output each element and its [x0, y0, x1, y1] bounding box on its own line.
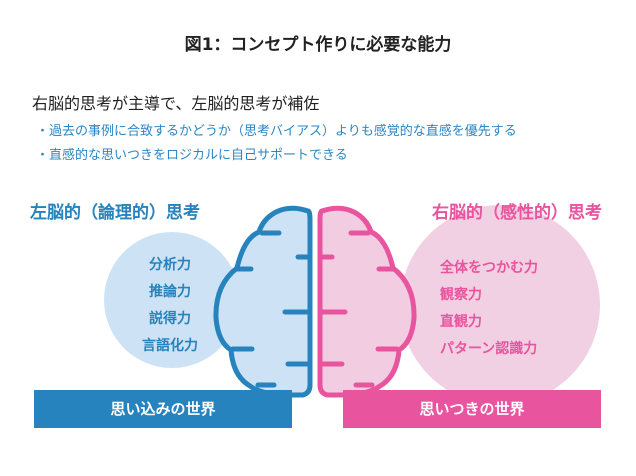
bullet: ・直感的な思いつきをロジカルに自己サポートできる — [36, 148, 348, 163]
right-footer-bar: 思いつきの世界 — [343, 390, 601, 428]
right-brain-icon — [317, 205, 417, 398]
left-item: 分析力 — [149, 257, 191, 273]
right-item: パターン認識力 — [440, 341, 538, 357]
bullet: ・過去の事例に合致するかどうか（思考バイアス）よりも感覚的な直感を優先する — [36, 124, 517, 139]
subtitle: 右脳的思考が主導で、左脳的思考が補佐 — [32, 94, 320, 113]
right-item: 観察力 — [440, 287, 482, 303]
right-heading: 右脳的（感性的）思考 — [432, 203, 602, 223]
left-item: 推論力 — [149, 284, 191, 300]
left-heading: 左脳的（論理的）思考 — [30, 203, 200, 223]
figure-title: 図1：コンセプト作りに必要な能力 — [184, 35, 452, 55]
left-items: 分析力 推論力 説得力 言語化力 — [130, 252, 210, 360]
right-items: 全体をつかむ力 観察力 直観力 パターン認識力 — [440, 255, 538, 363]
left-circle — [104, 232, 240, 368]
left-item: 言語化力 — [142, 338, 198, 354]
right-item: 全体をつかむ力 — [440, 260, 538, 276]
left-footer-bar: 思い込みの世界 — [34, 390, 292, 428]
left-item: 説得力 — [149, 311, 191, 327]
left-brain-icon — [213, 205, 313, 398]
right-circle — [400, 205, 600, 405]
right-item: 直観力 — [440, 314, 482, 330]
